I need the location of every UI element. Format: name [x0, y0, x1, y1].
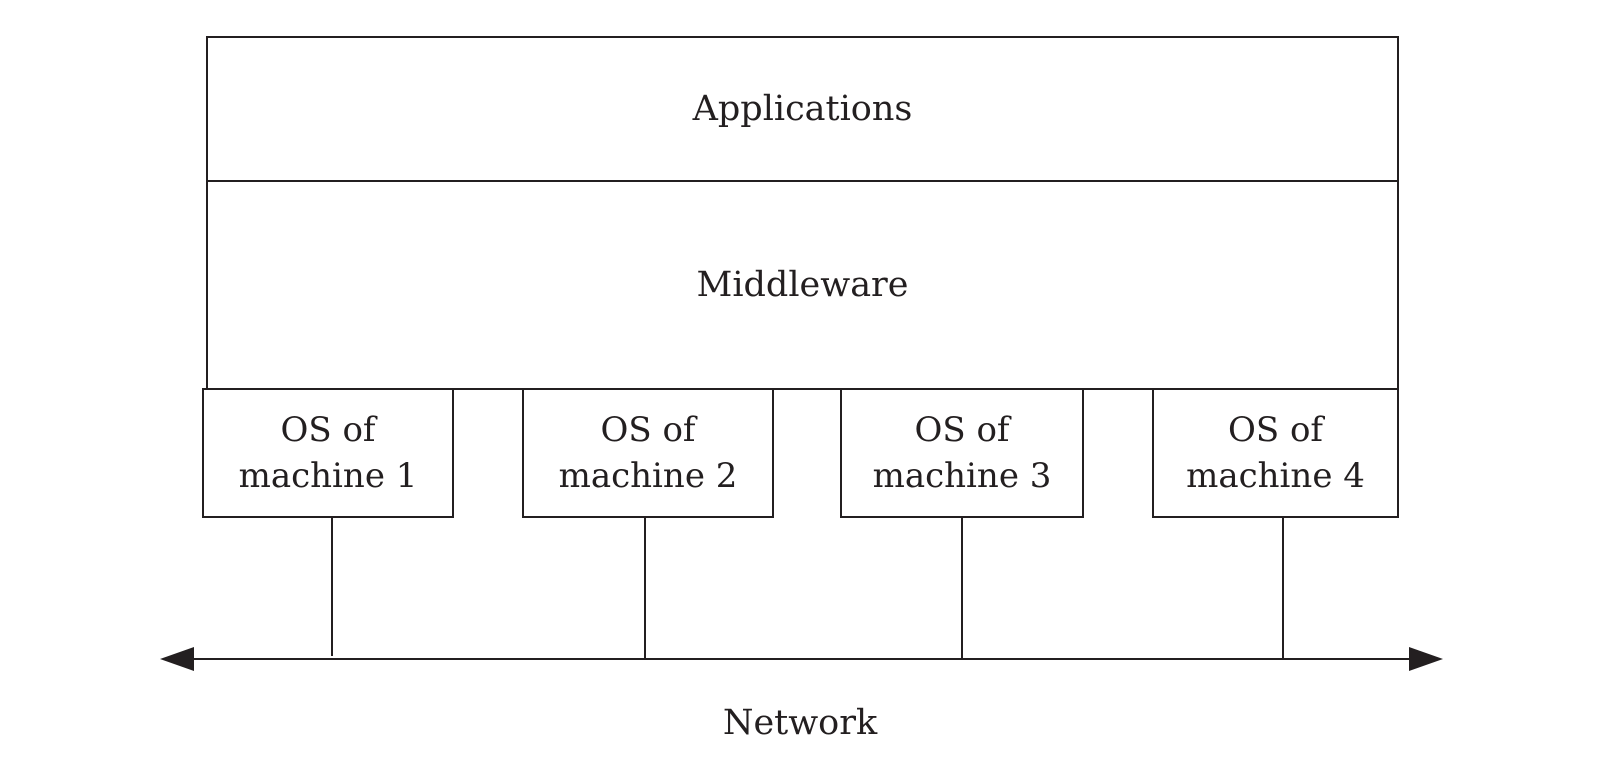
os-machine-3-line1: OS of — [914, 410, 1010, 450]
middleware-layer: Middleware — [206, 180, 1399, 390]
os-machine-1-line2: machine 1 — [238, 456, 418, 496]
applications-label: Applications — [692, 88, 913, 129]
os-machine-1-line1: OS of — [280, 410, 376, 450]
os-machine-4-line1: OS of — [1227, 410, 1323, 450]
machine-3-connector — [961, 518, 963, 660]
os-machine-2-line2: machine 2 — [558, 456, 738, 496]
os-machine-2-box: OS of machine 2 — [522, 388, 774, 518]
applications-layer: Applications — [206, 36, 1399, 182]
os-machine-1-box: OS of machine 1 — [202, 388, 454, 518]
os-machine-4-box: OS of machine 4 — [1152, 388, 1399, 518]
machine-2-connector — [644, 518, 646, 660]
os-machine-4-line2: machine 4 — [1186, 456, 1365, 496]
network-left-arrow-icon — [160, 647, 194, 671]
middleware-label: Middleware — [696, 264, 909, 305]
os-machine-2-line1: OS of — [600, 410, 696, 450]
network-right-arrow-icon — [1409, 647, 1443, 671]
os-machine-3-line2: machine 3 — [872, 456, 1052, 496]
network-label: Network — [722, 703, 878, 743]
machine-4-connector — [1282, 518, 1284, 660]
os-machine-3-box: OS of machine 3 — [840, 388, 1084, 518]
machine-1-connector — [331, 518, 333, 656]
network-line — [192, 658, 1410, 660]
